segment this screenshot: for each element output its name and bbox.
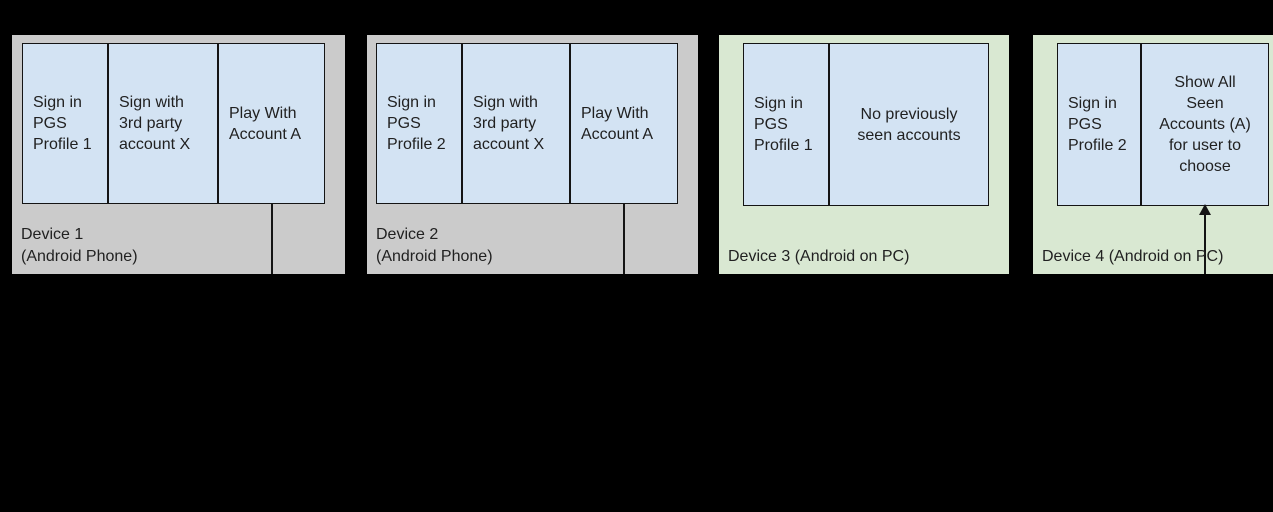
step-box-sign-with-3rd-party: Sign with 3rd party account X: [462, 43, 570, 204]
arrow-up-head-icon: [1199, 204, 1211, 215]
step-box-play-with-account-a: Play With Account A: [570, 43, 678, 204]
device-2-card: Sign in PGS Profile 2 Sign with 3rd part…: [367, 35, 698, 274]
step-box-sign-in-pgs-profile-2: Sign in PGS Profile 2: [376, 43, 462, 204]
device-1-card: Sign in PGS Profile 1 Sign with 3rd part…: [12, 35, 345, 274]
device-2-label: Device 2 (Android Phone): [376, 226, 493, 265]
step-text: Show All Seen Accounts (A) for user to c…: [1159, 74, 1251, 175]
device-1-label: Device 1 (Android Phone): [21, 226, 138, 265]
device-3-card: Sign in PGS Profile 1 No previously seen…: [719, 35, 1009, 274]
step-text: Sign with 3rd party account X: [473, 94, 545, 153]
step-box-sign-in-pgs-profile-1: Sign in PGS Profile 1: [22, 43, 108, 204]
step-text: Sign in PGS Profile 2: [387, 94, 446, 153]
step-text: Play With Account A: [229, 104, 302, 143]
step-text: Sign with 3rd party account X: [119, 94, 191, 153]
connector-line-down: [623, 204, 625, 274]
step-box-sign-in-pgs-profile-1: Sign in PGS Profile 1: [743, 43, 829, 206]
step-text: Sign in PGS Profile 1: [754, 95, 813, 154]
device-3-label: Device 3 (Android on PC): [728, 248, 910, 265]
step-box-show-all-seen-accounts: Show All Seen Accounts (A) for user to c…: [1141, 43, 1269, 206]
step-text: Sign in PGS Profile 2: [1068, 95, 1127, 154]
arrow-up-connector-line: [1204, 214, 1206, 274]
connector-line-down: [271, 204, 273, 274]
step-box-play-with-account-a: Play With Account A: [218, 43, 325, 204]
step-text: Play With Account A: [581, 104, 654, 143]
device-4-card: Sign in PGS Profile 2 Show All Seen Acco…: [1033, 35, 1273, 274]
step-box-sign-with-3rd-party: Sign with 3rd party account X: [108, 43, 218, 204]
step-text: Sign in PGS Profile 1: [33, 94, 92, 153]
step-box-sign-in-pgs-profile-2: Sign in PGS Profile 2: [1057, 43, 1141, 206]
step-text: No previously seen accounts: [857, 105, 961, 144]
device-4-label: Device 4 (Android on PC): [1042, 248, 1224, 265]
step-box-no-previously-seen-accounts: No previously seen accounts: [829, 43, 989, 206]
